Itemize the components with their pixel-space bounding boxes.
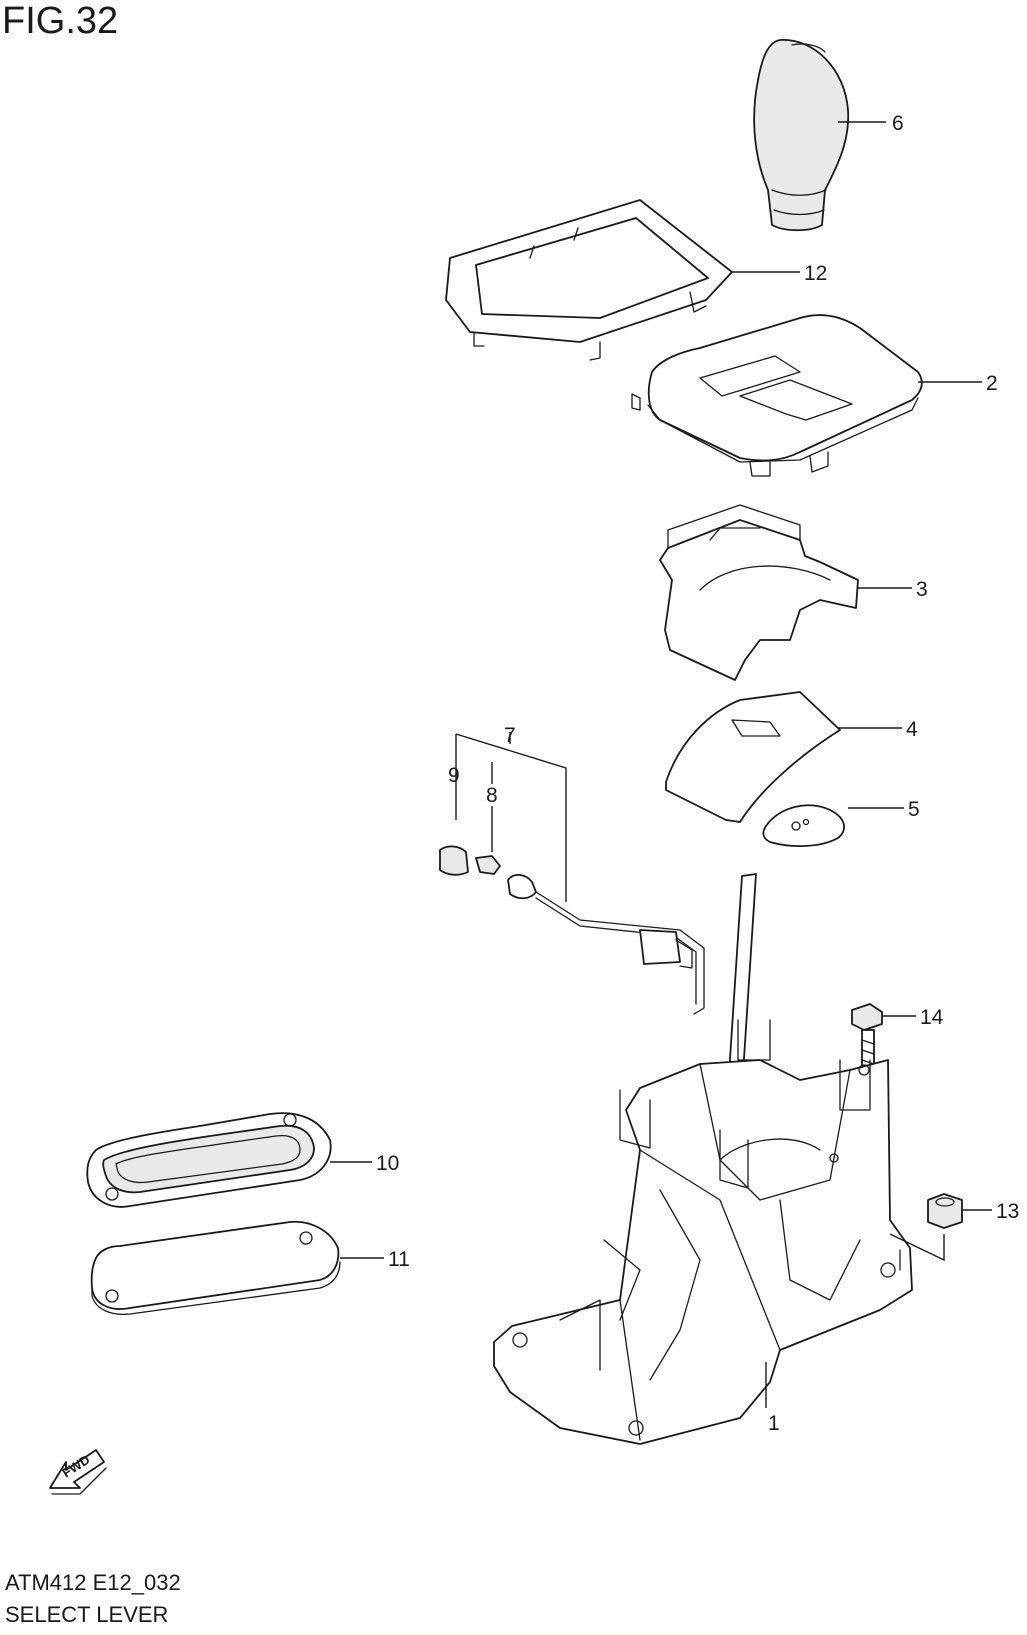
cover-plate: [90, 1220, 341, 1316]
leader-lines: [330, 121, 992, 1408]
shift-knob: [753, 39, 850, 232]
indicator-plate: [659, 504, 859, 681]
callout-9: 9: [448, 764, 460, 787]
figure-title: FIG.32: [2, 0, 119, 42]
callout-4: 4: [906, 718, 918, 741]
bezel-frame: [445, 199, 733, 361]
callout-6: 6: [892, 112, 904, 135]
callout-2: 2: [986, 372, 998, 395]
figure-code: ATM412 E12_032: [5, 1570, 181, 1595]
callout-7: 7: [504, 724, 516, 747]
gasket: [86, 1112, 332, 1208]
callout-5: 5: [908, 798, 920, 821]
callout-11: 11: [388, 1248, 410, 1271]
callout-13: 13: [996, 1200, 1019, 1223]
figure-name: SELECT LEVER: [5, 1602, 169, 1627]
console-cover: [631, 314, 923, 477]
seal-plate: [762, 804, 845, 847]
select-lever-assembly: [493, 873, 913, 1445]
slide-cover: [665, 691, 841, 823]
callout-numbers: 1 2 3 4 5 6 7 8 9 10 11 12 13 14: [376, 112, 1019, 1435]
callout-3: 3: [916, 578, 928, 601]
callout-10: 10: [376, 1152, 399, 1175]
callout-8: 8: [486, 784, 498, 807]
callout-12: 12: [804, 262, 827, 285]
illumination-harness: [439, 845, 705, 1015]
nut: [927, 1193, 963, 1229]
callout-14: 14: [920, 1006, 944, 1029]
callout-1: 1: [768, 1412, 780, 1435]
fwd-arrow-icon: FWD: [49, 1449, 107, 1495]
